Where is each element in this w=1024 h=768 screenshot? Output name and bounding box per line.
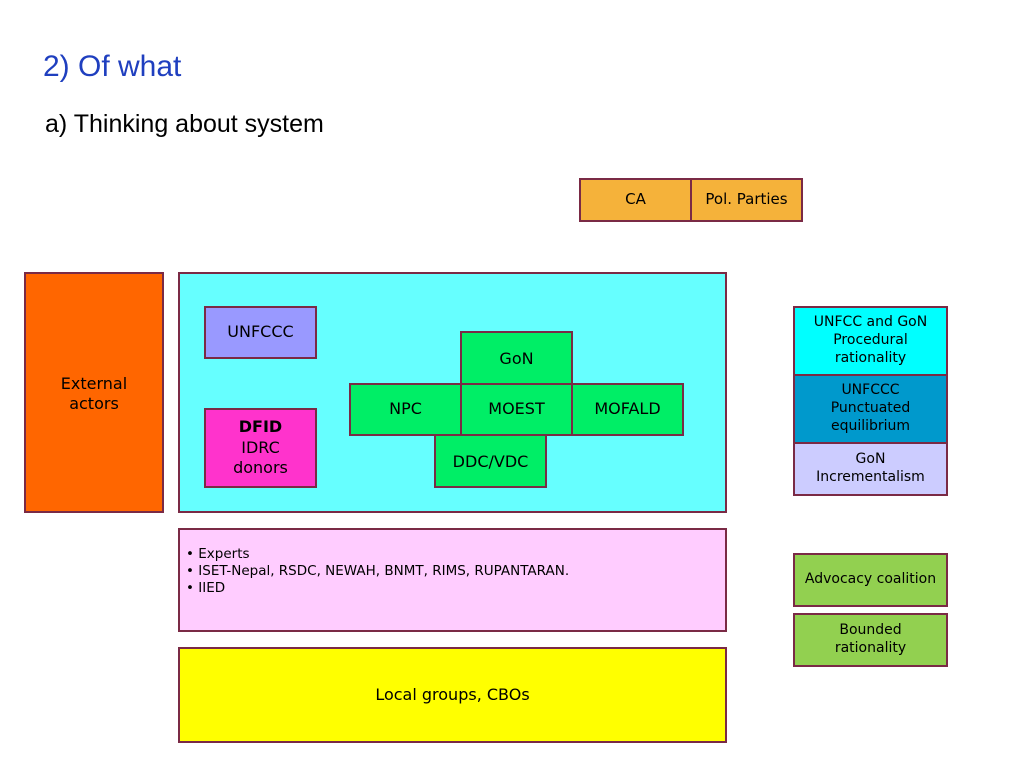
procedural-label: UNFCC and GoN Procedural rationality	[813, 314, 928, 366]
procedural-rationality-box: UNFCC and GoN Procedural rationality	[793, 306, 948, 376]
punctuated-label: UNFCCC Punctuated equilibrium	[830, 382, 911, 434]
gon-label: GoN	[499, 349, 534, 368]
unfccc-box: UNFCCC	[204, 306, 317, 359]
advocacy-label: Advocacy coalition	[804, 571, 937, 588]
unfccc-label: UNFCCC	[227, 322, 294, 342]
ca-label: CA	[625, 190, 646, 209]
advocacy-coalition-box: Advocacy coalition	[793, 553, 948, 607]
list-item: ISET-Nepal, RSDC, NEWAH, BNMT, RIMS, RUP…	[186, 563, 569, 580]
list-item: IIED	[186, 580, 569, 597]
moest-label: MOEST	[488, 399, 545, 419]
external-actors-label: External actors	[60, 374, 128, 414]
ddc-vdc-label: DDC/VDC	[452, 452, 529, 471]
donors-label: donors	[233, 458, 288, 478]
npc-box: NPC	[349, 383, 462, 436]
local-groups-box: Local groups, CBOs	[178, 647, 727, 743]
npc-label: NPC	[389, 399, 422, 419]
punctuated-equilibrium-box: UNFCCC Punctuated equilibrium	[793, 374, 948, 444]
pol-parties-box: Pol. Parties	[690, 178, 803, 222]
gon-box: GoN	[460, 331, 573, 385]
ddc-vdc-box: DDC/VDC	[434, 434, 547, 488]
mofald-label: MOFALD	[594, 399, 661, 419]
bounded-rationality-box: Bounded rationality	[793, 613, 948, 667]
mofald-box: MOFALD	[571, 383, 684, 436]
page-subtitle: a) Thinking about system	[45, 110, 324, 138]
idrc-label: IDRC	[241, 437, 280, 457]
local-groups-label: Local groups, CBOs	[375, 684, 530, 704]
page-title: 2) Of what	[43, 50, 182, 83]
moest-box: MOEST	[460, 383, 573, 436]
list-item: Experts	[186, 546, 569, 563]
external-actors-box: External actors	[24, 272, 164, 513]
bounded-label: Bounded rationality	[834, 622, 907, 656]
donors-box: DFID IDRC donors	[204, 408, 317, 488]
incrementalism-label: GoN Incrementalism	[816, 451, 925, 485]
dfid-label: DFID	[238, 417, 283, 437]
ca-box: CA	[579, 178, 692, 222]
experts-list: Experts ISET-Nepal, RSDC, NEWAH, BNMT, R…	[186, 546, 569, 597]
incrementalism-box: GoN Incrementalism	[793, 442, 948, 496]
pol-parties-label: Pol. Parties	[705, 190, 788, 209]
